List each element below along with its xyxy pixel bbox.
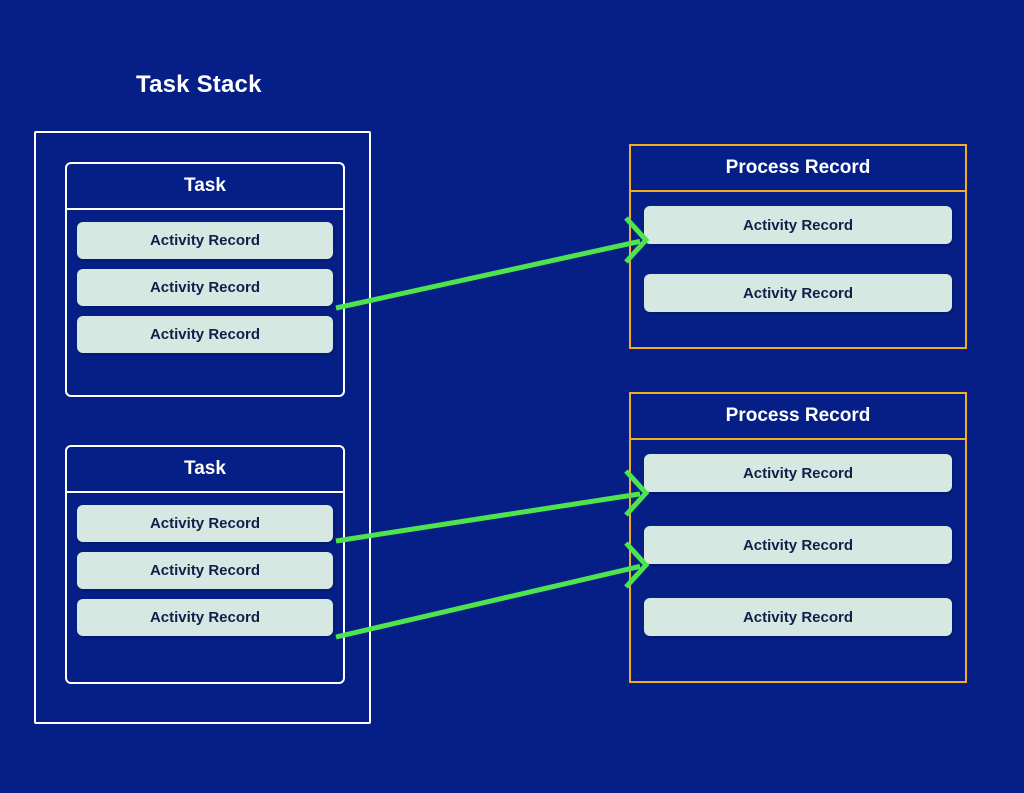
task-1-header: Task [67,164,343,210]
process-2-activity-record-1[interactable]: Activity Record [644,454,952,492]
task-1-activity-record-3-label: Activity Record [149,326,261,343]
process-2-activity-record-2[interactable]: Activity Record [644,526,952,564]
process-2-activity-record-3[interactable]: Activity Record [644,598,952,636]
task-box-1[interactable]: Task Activity Record Activity Record Act… [65,162,345,397]
task-2-activity-record-3[interactable]: Activity Record [77,599,333,636]
process-record-box-1[interactable]: Process Record Activity Record Activity … [629,144,967,349]
task-2-header-label: Task [184,458,226,479]
process-record-box-2[interactable]: Process Record Activity Record Activity … [629,392,967,683]
process-1-activity-record-2-label: Activity Record [742,284,854,302]
task-1-activity-record-1-label: Activity Record [149,232,261,249]
task-1-activity-record-2-label: Activity Record [149,279,261,296]
task-2-activity-record-1[interactable]: Activity Record [77,505,333,542]
task-1-activity-record-2[interactable]: Activity Record [77,269,333,306]
task-2-header: Task [67,447,343,493]
task-2-activity-record-2[interactable]: Activity Record [77,552,333,589]
process-2-activity-record-1-label: Activity Record [742,464,854,482]
process-1-activity-record-2[interactable]: Activity Record [644,274,952,312]
task-1-header-label: Task [184,175,226,196]
process-1-body: Activity Record Activity Record [631,192,965,312]
task1-activity2-to-process1-activity1-line [335,238,641,311]
process-1-activity-record-1[interactable]: Activity Record [644,206,952,244]
process-2-header-label: Process Record [725,405,871,426]
process-2-activity-record-3-label: Activity Record [742,608,854,626]
task2-activity3-to-process2-activity2-line [335,563,641,640]
page-title: Task Stack [136,71,262,98]
process-2-body: Activity Record Activity Record Activity… [631,440,965,636]
process-2-activity-record-2-label: Activity Record [742,536,854,554]
task-2-body: Activity Record Activity Record Activity… [67,493,343,648]
task-1-activity-record-1[interactable]: Activity Record [77,222,333,259]
process-2-header: Process Record [631,394,965,440]
task-box-2[interactable]: Task Activity Record Activity Record Act… [65,445,345,684]
process-1-header-label: Process Record [725,157,871,178]
task-1-activity-record-3[interactable]: Activity Record [77,316,333,353]
task-2-activity-record-3-label: Activity Record [149,609,261,626]
task-2-activity-record-1-label: Activity Record [149,515,261,532]
task2-activity1-to-process2-activity1-line [335,491,641,544]
task-1-body: Activity Record Activity Record Activity… [67,210,343,365]
connector-arrows [335,216,650,640]
task-2-activity-record-2-label: Activity Record [149,562,261,579]
process-1-header: Process Record [631,146,965,192]
task-stack-container: Task Activity Record Activity Record Act… [34,131,371,724]
process-1-activity-record-1-label: Activity Record [742,216,854,234]
